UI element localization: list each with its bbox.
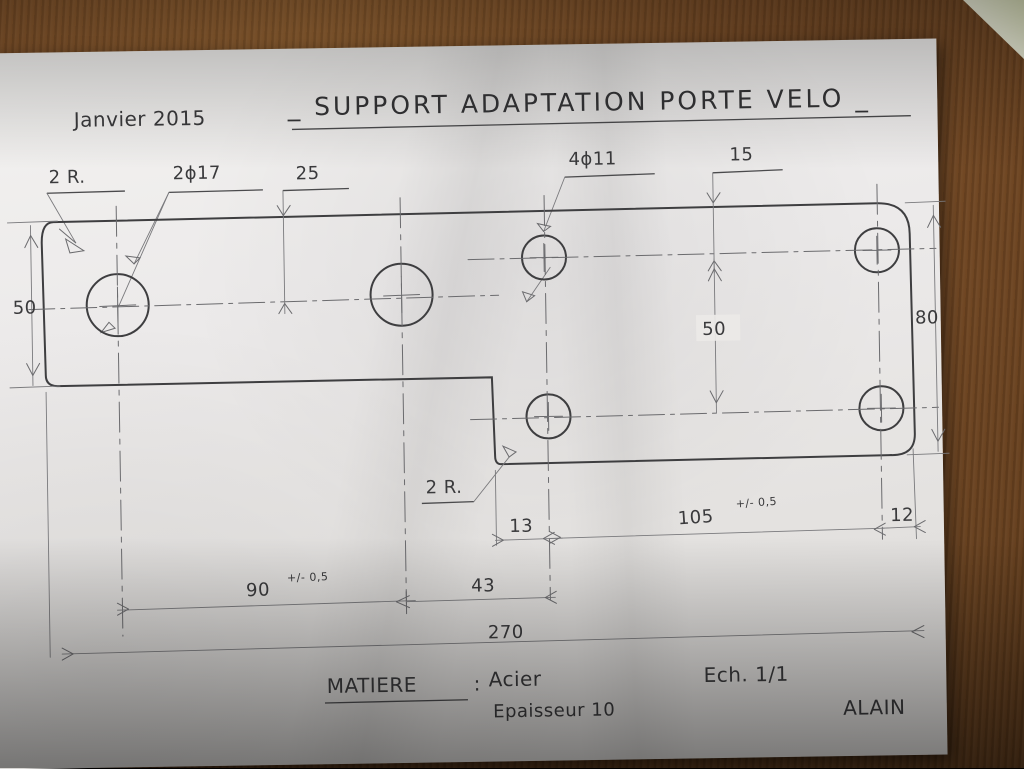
title-underline	[291, 115, 911, 131]
centerline-vertical-hole2	[399, 197, 407, 605]
dimension-13: 13	[509, 516, 533, 537]
dimension-25: 25	[296, 163, 320, 184]
dim-105-arrow-right	[873, 522, 886, 536]
arrowhead-2r-left	[64, 237, 86, 254]
dimension-50-mid: 50	[702, 319, 726, 340]
dimension-15: 15	[729, 144, 753, 165]
dim-80-line	[932, 204, 939, 452]
leader-4phi11-b	[526, 266, 551, 303]
dimension-50-left: 50	[13, 297, 37, 318]
dim-15-arrow-bottom	[707, 260, 722, 272]
material-value: Acier	[488, 667, 542, 692]
leader-2phi17-a	[118, 191, 170, 307]
hole-phi11-3	[525, 393, 572, 440]
dim-105-arrow-left	[548, 530, 561, 544]
dim-90-arrow-left	[116, 602, 129, 616]
dim-12-arrow-right	[913, 520, 926, 534]
annotation-4phi11: 4ϕ11	[568, 148, 617, 170]
dimension-105: 105	[677, 506, 714, 529]
dim-80-arrow-bottom	[931, 428, 946, 442]
dimension-90-tolerance: +/- 0,5	[287, 570, 329, 584]
centerline-phi11-upper	[467, 247, 937, 261]
dim-25-arrow-top	[276, 204, 291, 217]
arrowhead-phi11-bottom	[521, 291, 536, 303]
dim-43-arrow-right	[544, 590, 557, 604]
hole-center-marks	[99, 235, 896, 431]
dim-50-mid-arrow-bottom	[709, 390, 724, 404]
dim-50-left-line	[30, 225, 34, 386]
centerline-vertical-hole4	[876, 183, 883, 540]
dimension-80: 80	[915, 307, 939, 328]
ext-right-12	[912, 448, 917, 540]
dimension-270: 270	[488, 622, 524, 644]
dim-270-line	[61, 630, 925, 655]
centerline-phi11-lower	[470, 406, 939, 421]
dim-80-arrow-top	[927, 214, 942, 228]
material-label-underline	[324, 699, 468, 704]
dimension-43: 43	[471, 575, 495, 596]
annotation-2phi17: 2ϕ17	[172, 163, 221, 185]
dim-90-line	[117, 600, 416, 611]
annotation-2r-step-underline	[421, 500, 474, 505]
centerline-vertical-hole3	[543, 194, 551, 600]
material-label: MATIERE	[327, 673, 418, 698]
annotation-2r-left: 2 R.	[49, 167, 86, 189]
annotation-2phi17-underline	[168, 189, 263, 194]
dimension-90: 90	[246, 579, 271, 601]
centerline-horizontal-upper	[28, 294, 500, 311]
dim-50-left-arrow-top	[24, 235, 39, 249]
date-label: Janvier 2015	[72, 106, 206, 132]
dim-13-arrow-left	[491, 533, 504, 547]
dim-25-line	[282, 190, 286, 315]
leader-2phi17-b	[133, 191, 170, 265]
leader-2r-step	[473, 456, 510, 503]
ext-right-top	[904, 200, 946, 204]
ext-step-13	[494, 469, 497, 546]
ext-270-left	[45, 391, 51, 658]
leader-2r-left-tail	[59, 228, 77, 244]
dim-50-left-arrow-bottom	[26, 362, 41, 377]
dimension-105-tolerance: +/- 0,5	[735, 495, 777, 511]
dim-15-arrow-top	[706, 192, 721, 204]
scale-label: Ech. 1/1	[703, 662, 789, 687]
dimension-15-underline	[712, 169, 783, 174]
author-signature: ALAIN	[843, 695, 906, 720]
material-separator: :	[474, 672, 482, 696]
dim-43-line	[405, 596, 556, 603]
leader-4phi11-a	[543, 176, 566, 232]
dim-50-mid-arrow-top	[707, 268, 722, 282]
dim-270-arrow-left	[61, 647, 74, 661]
dim-15-line	[712, 172, 715, 274]
dimension-12: 12	[890, 505, 914, 526]
arrowhead-phi17-top	[124, 255, 142, 265]
dim-50-mid-bg	[695, 314, 741, 342]
ext-right-bottom	[906, 452, 950, 456]
arrowhead-phi17-bottom	[99, 321, 117, 334]
annotation-2r-step: 2 R.	[425, 477, 462, 499]
arrowhead-2r-step	[501, 445, 518, 458]
dim-105-line	[549, 527, 885, 539]
annotation-4phi11-underline	[564, 173, 655, 178]
ext-left-bottom	[9, 385, 61, 389]
drawing-title: _ SUPPORT ADAPTATION PORTE VELO _	[286, 83, 871, 121]
dimension-25-underline	[282, 187, 349, 192]
plate-outline	[40, 202, 916, 466]
dim-270-arrow-right	[911, 625, 925, 639]
dim-25-arrow-bottom	[278, 303, 293, 315]
ext-left-top	[6, 220, 58, 224]
leader-2r-left	[46, 192, 77, 244]
dim-90-arrow-right	[395, 591, 411, 615]
annotation-2r-left-underline	[46, 190, 125, 194]
centerline-vertical-hole1	[115, 205, 124, 637]
thickness-label: Epaisseur 10	[493, 699, 615, 722]
